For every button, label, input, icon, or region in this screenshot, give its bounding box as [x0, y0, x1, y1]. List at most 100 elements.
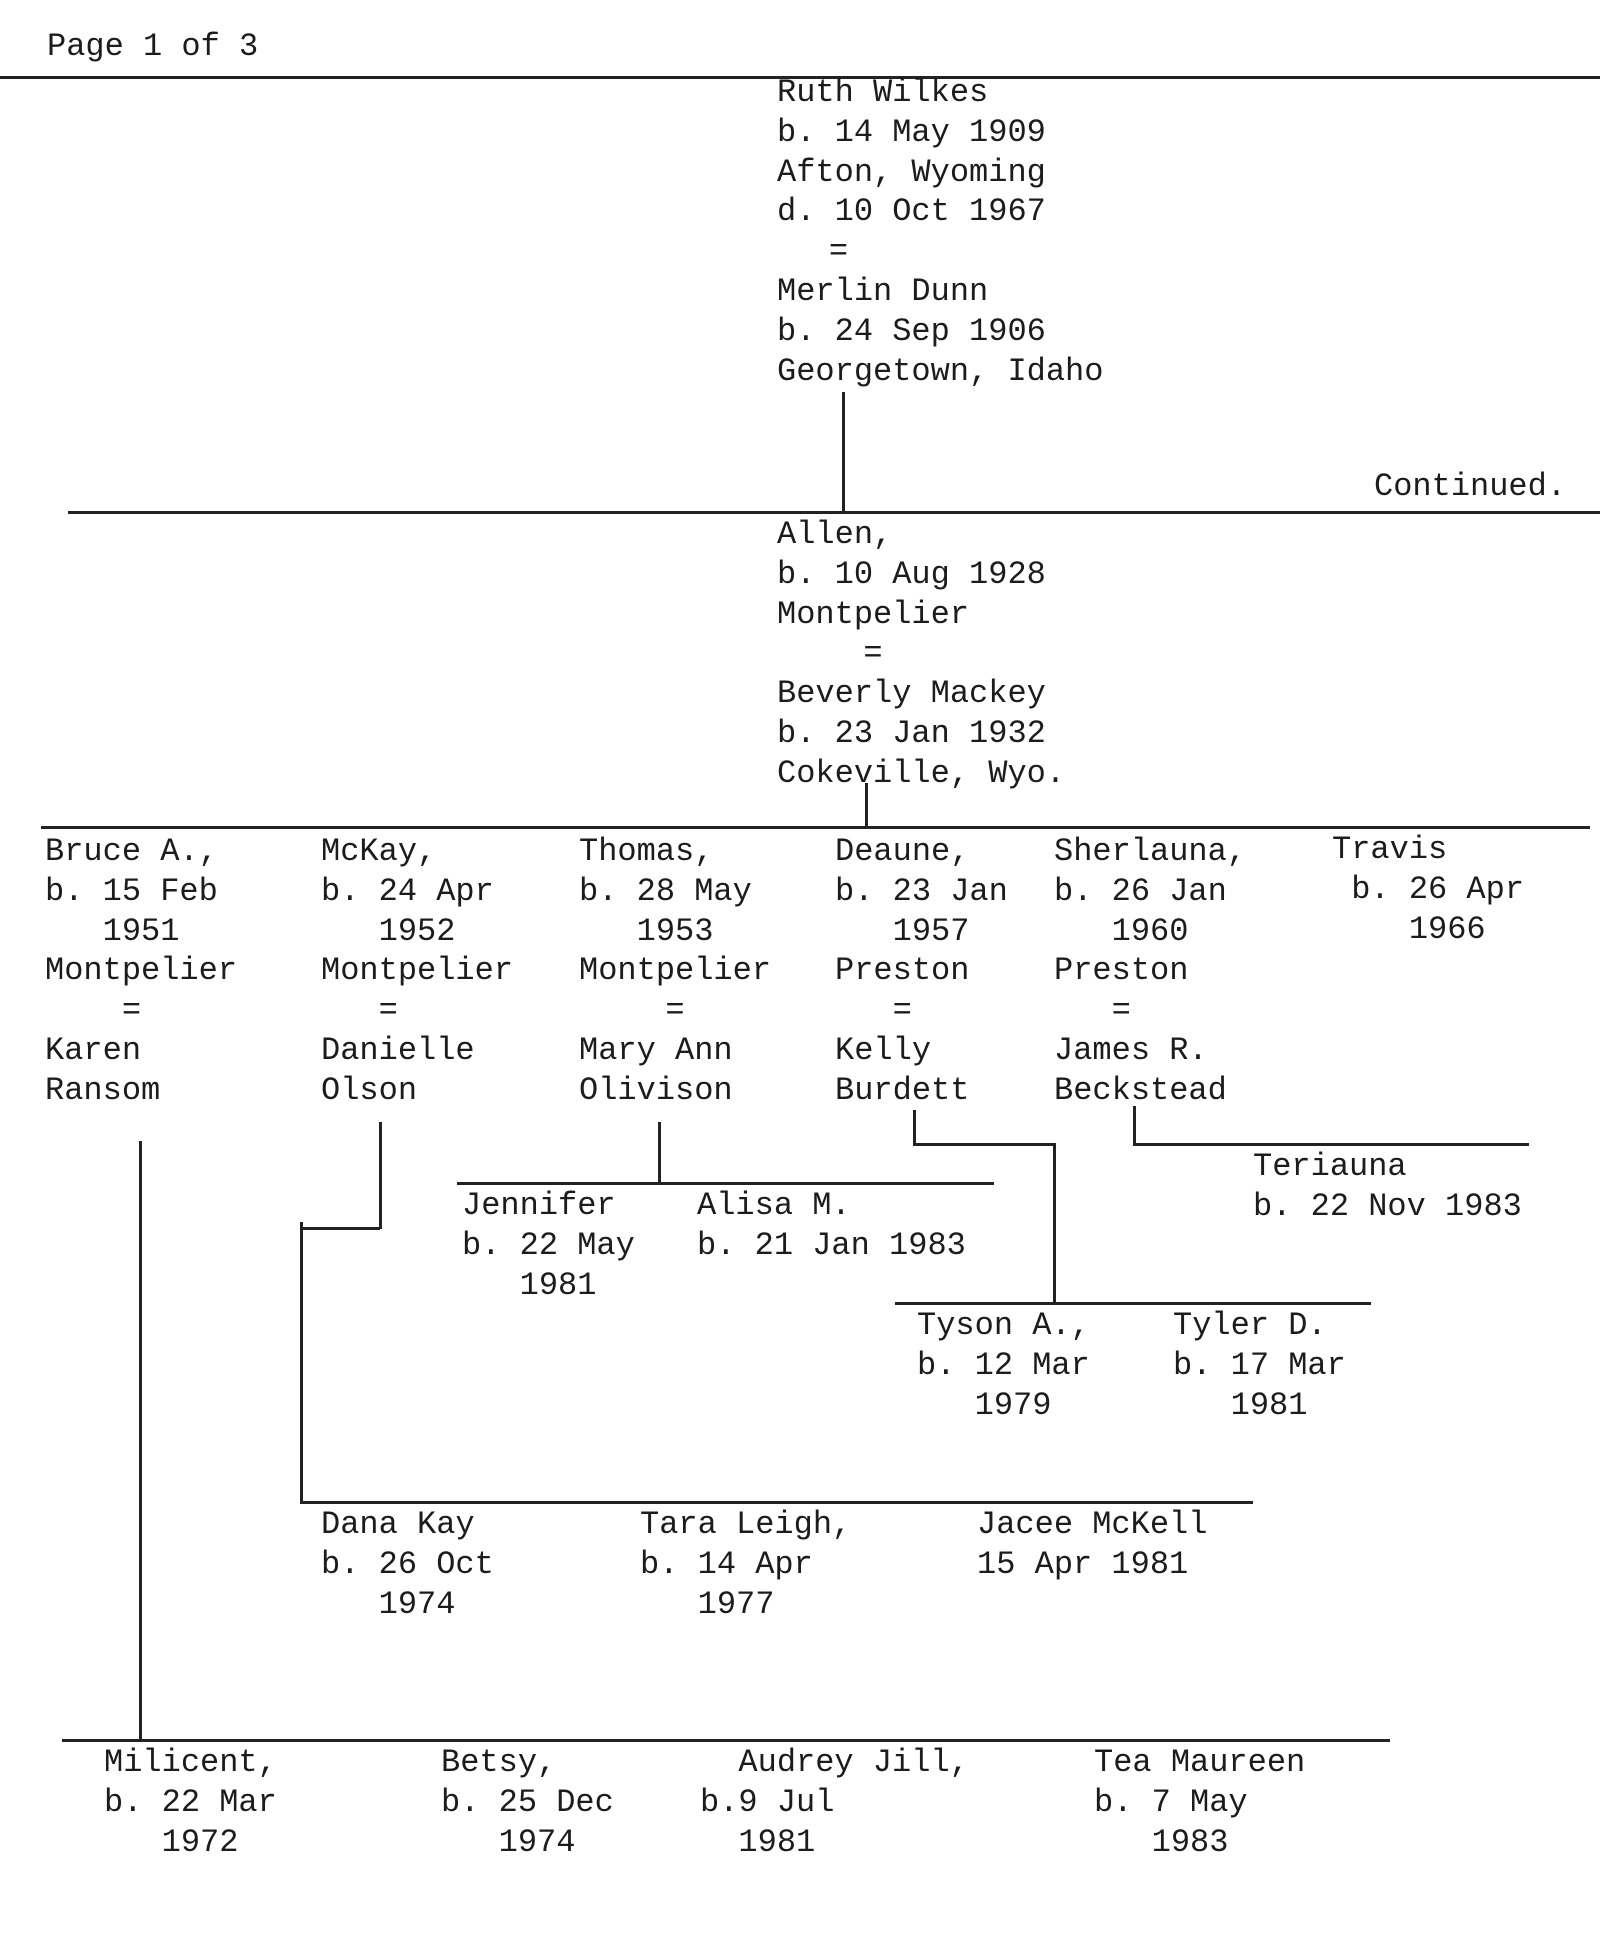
- birth-year: 1981: [738, 1823, 816, 1861]
- birth: b.9 Jul: [700, 1783, 835, 1821]
- birth-year: 1981: [1230, 1386, 1308, 1424]
- birth: b. 24 Apr: [321, 872, 494, 910]
- birth: b. 21 Jan 1983: [697, 1226, 966, 1264]
- birth: b. 12 Mar: [917, 1346, 1090, 1384]
- connector: [842, 392, 845, 512]
- birth-year: 1957: [892, 912, 970, 950]
- marriage-sign: =: [828, 233, 849, 271]
- grandchild-teriauna: Teriauna b. 22 Nov 1983: [1253, 1147, 1522, 1227]
- birth-year: 1974: [378, 1585, 456, 1623]
- bruce-children-line: [62, 1739, 1390, 1742]
- person-name: Ruth Wilkes: [777, 74, 989, 111]
- children-line: [41, 826, 1590, 829]
- place: Montpelier: [579, 952, 772, 990]
- marriage-sign: =: [121, 992, 142, 1030]
- birth-year: 1951: [102, 912, 180, 950]
- spouse-name: Beckstead: [1054, 1071, 1227, 1109]
- person-name: Sherlauna,: [1054, 833, 1247, 870]
- mckay-children-line: [300, 1501, 1253, 1504]
- connector: [300, 1222, 303, 1503]
- continued-label: Continued.: [1374, 467, 1566, 507]
- person-name: Tyler D.: [1173, 1307, 1327, 1344]
- person-name: Bruce A.,: [45, 833, 218, 870]
- child-deaune: Deaune, b. 23 Jan 1957 Preston = Kelly B…: [835, 832, 1008, 1111]
- connector: [379, 1122, 382, 1229]
- birth: 15 Apr 1981: [977, 1545, 1189, 1583]
- spouse-name: Danielle: [321, 1031, 475, 1069]
- place: Georgetown, Idaho: [777, 352, 1104, 390]
- person-name: Jennifer: [462, 1187, 616, 1224]
- birth-year: 1983: [1151, 1823, 1229, 1861]
- grandchild-dana: Dana Kay b. 26 Oct 1974: [321, 1505, 494, 1624]
- grandchild-audrey: Audrey Jill, b.9 Jul 1981: [700, 1743, 969, 1862]
- person-name: Betsy,: [441, 1744, 557, 1781]
- person-name: Tyson A.,: [917, 1307, 1090, 1344]
- son-couple: Allen, b. 10 Aug 1928 Montpelier = Bever…: [777, 515, 1065, 794]
- person-name: McKay,: [321, 833, 437, 870]
- child-travis: Travis b. 26 Apr 1966: [1332, 830, 1524, 949]
- grandchild-alisa: Alisa M. b. 21 Jan 1983: [697, 1186, 966, 1266]
- place: Afton, Wyoming: [777, 153, 1046, 191]
- spouse-name: Kelly: [835, 1031, 932, 1069]
- spouse-name: Beverly Mackey: [777, 675, 1046, 713]
- birth-year: 1979: [974, 1386, 1052, 1424]
- birth: b. 10 Aug 1928: [777, 555, 1046, 593]
- person-name: Tea Maureen: [1094, 1744, 1306, 1781]
- marriage-sign: =: [863, 635, 883, 673]
- spouse-name: James R.: [1054, 1031, 1208, 1069]
- connector: [865, 783, 868, 827]
- root-couple: Ruth Wilkes b. 14 May 1909 Afton, Wyomin…: [777, 73, 1103, 391]
- connector: [1053, 1143, 1056, 1304]
- birth-year: 1966: [1408, 910, 1486, 948]
- person-name: Audrey Jill,: [738, 1744, 969, 1781]
- birth: b. 17 Mar: [1173, 1346, 1346, 1384]
- birth: b. 26 Jan: [1054, 872, 1227, 910]
- grandchild-tyson: Tyson A., b. 12 Mar 1979: [917, 1306, 1090, 1425]
- grandchild-betsy: Betsy, b. 25 Dec 1974: [441, 1743, 614, 1862]
- birth: b. 23 Jan 1932: [777, 714, 1046, 752]
- child-sherlauna: Sherlauna, b. 26 Jan 1960 Preston = Jame…: [1054, 832, 1246, 1111]
- birth-year: 1960: [1111, 912, 1189, 950]
- place: Montpelier: [321, 952, 514, 990]
- spouse-name: Mary Ann: [579, 1031, 733, 1069]
- person-name: Travis: [1332, 831, 1448, 868]
- grandchild-jacee: Jacee McKell 15 Apr 1981: [977, 1505, 1207, 1585]
- continued-label-text: Continued.: [1374, 468, 1567, 505]
- grandchild-tyler: Tyler D. b. 17 Mar 1981: [1173, 1306, 1346, 1425]
- person-name: Tara Leigh,: [640, 1506, 852, 1543]
- birth-year: 1977: [697, 1585, 775, 1623]
- connector: [139, 1141, 142, 1741]
- connector: [1133, 1106, 1136, 1145]
- person-name: Alisa M.: [697, 1187, 851, 1224]
- birth: b. 14 Apr: [640, 1545, 813, 1583]
- deaune-children-line: [895, 1302, 1371, 1305]
- grandchild-jennifer: Jennifer b. 22 May 1981: [462, 1186, 635, 1305]
- person-name: Dana Kay: [321, 1506, 475, 1543]
- spouse-name: Karen: [45, 1031, 142, 1069]
- person-name: Jacee McKell: [977, 1506, 1208, 1543]
- connector: [658, 1122, 661, 1184]
- child-mckay: McKay, b. 24 Apr 1952 Montpelier = Danie…: [321, 832, 513, 1111]
- birth-year: 1952: [378, 912, 456, 950]
- grandchild-milicent: Milicent, b. 22 Mar 1972: [104, 1743, 277, 1862]
- birth: b. 24 Sep 1906: [777, 312, 1046, 350]
- birth-year: 1972: [161, 1823, 239, 1861]
- person-name: Thomas,: [579, 833, 714, 870]
- birth: b. 28 May: [579, 872, 752, 910]
- birth: b. 22 Nov 1983: [1253, 1187, 1522, 1225]
- birth: b. 26 Oct: [321, 1545, 494, 1583]
- birth-year: 1981: [519, 1266, 597, 1304]
- birth: b. 15 Feb: [45, 872, 218, 910]
- page-label-text: Page 1 of 3: [47, 28, 259, 65]
- place: Montpelier: [777, 595, 970, 633]
- page-label: Page 1 of 3: [47, 27, 258, 67]
- spouse-name: Olson: [321, 1071, 418, 1109]
- marriage-sign: =: [892, 992, 912, 1030]
- birth-year: 1953: [636, 912, 714, 950]
- grandchild-tea: Tea Maureen b. 7 May 1983: [1094, 1743, 1305, 1862]
- birth: b. 22 Mar: [104, 1783, 277, 1821]
- birth-year: 1974: [498, 1823, 576, 1861]
- birth: b. 23 Jan: [835, 872, 1008, 910]
- place: Montpelier: [45, 952, 238, 990]
- spouse-name: Ransom: [45, 1071, 161, 1109]
